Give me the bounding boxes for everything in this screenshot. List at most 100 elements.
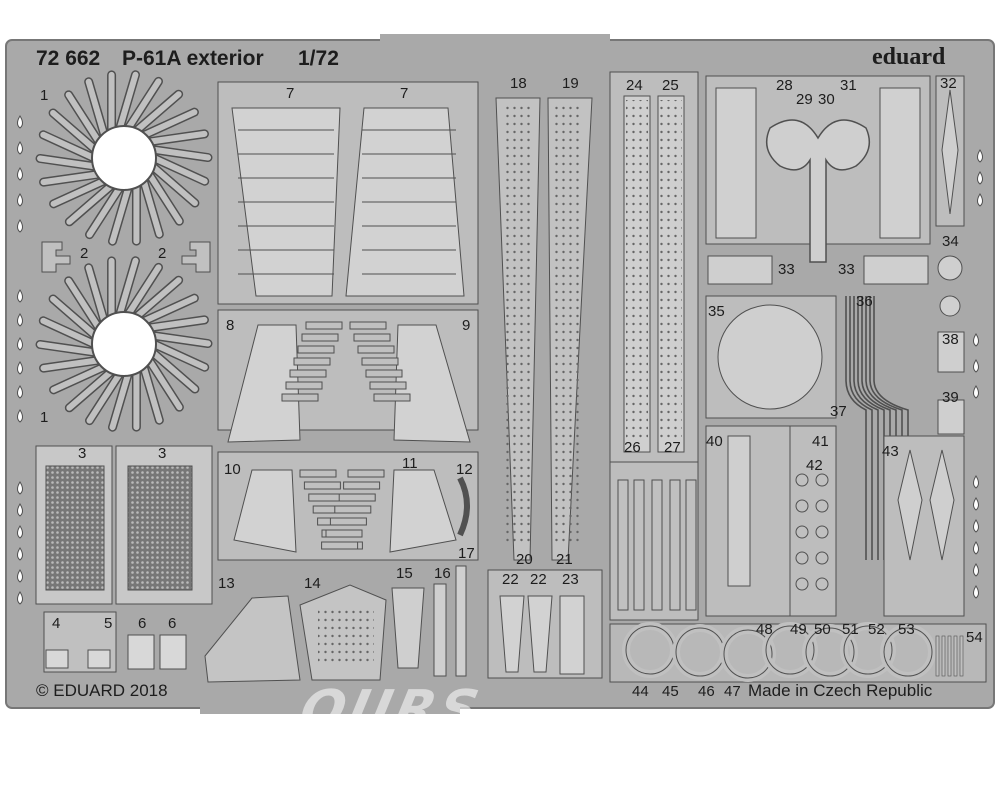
ladder-rung xyxy=(350,322,386,329)
fret-top-tab xyxy=(380,34,610,44)
ladder-rung xyxy=(300,470,336,477)
part-label: 37 xyxy=(830,404,847,419)
part-label: 48 xyxy=(756,622,773,637)
part-17 xyxy=(456,566,466,676)
part-33-right xyxy=(864,256,928,284)
part-label: 54 xyxy=(966,630,983,645)
part-label: 36 xyxy=(856,294,873,309)
part-label: 26 xyxy=(624,440,641,455)
part-label: 25 xyxy=(662,78,679,93)
ladder-rung xyxy=(286,382,322,389)
pin xyxy=(942,636,945,676)
part-33-left xyxy=(708,256,772,284)
part-label: 23 xyxy=(562,572,579,587)
part-label: 20 xyxy=(516,552,533,567)
part-label: 46 xyxy=(698,684,715,699)
clip xyxy=(796,526,808,538)
part-40 xyxy=(728,436,750,586)
part-34 xyxy=(938,256,962,280)
part-label: 13 xyxy=(218,576,235,591)
ladder-rung xyxy=(358,346,394,353)
part-label: 35 xyxy=(708,304,725,319)
strut xyxy=(670,480,680,610)
pin xyxy=(936,636,939,676)
sheet-scale: 1/72 xyxy=(298,48,339,69)
clip xyxy=(796,552,808,564)
part-label: 2 xyxy=(158,246,166,261)
part-label: 16 xyxy=(434,566,451,581)
part-label: 51 xyxy=(842,622,859,637)
part-label: 31 xyxy=(840,78,857,93)
part-label: 1 xyxy=(40,410,48,425)
clip xyxy=(816,526,828,538)
ladder-rung xyxy=(298,346,334,353)
brand-logo-text: eduard xyxy=(872,45,945,69)
part-label: 38 xyxy=(942,332,959,347)
part-16 xyxy=(434,584,446,676)
part-label: 10 xyxy=(224,462,241,477)
part-24-25-frame xyxy=(610,72,698,462)
part-label: 32 xyxy=(940,76,957,91)
part-label: 19 xyxy=(562,76,579,91)
ladder-rung xyxy=(282,394,318,401)
part-label: 6 xyxy=(168,616,176,631)
pin xyxy=(960,636,963,676)
part-18-rivets xyxy=(506,106,532,546)
part-label: 42 xyxy=(806,458,823,473)
part-label: 30 xyxy=(818,92,835,107)
part-label: 7 xyxy=(400,86,408,101)
ladder-rung xyxy=(304,482,340,489)
pin xyxy=(948,636,951,676)
watermark-text: OURS MODEL xyxy=(293,680,598,750)
part-label: 14 xyxy=(304,576,321,591)
part-label: 45 xyxy=(662,684,679,699)
clip xyxy=(796,578,808,590)
part-15 xyxy=(392,588,424,668)
ladder-rung xyxy=(322,542,358,549)
part-label: 1 xyxy=(40,88,48,103)
part-label: 3 xyxy=(78,446,86,461)
part-label: 39 xyxy=(942,390,959,405)
part-3-mesh-left xyxy=(46,466,104,590)
ladder-rung xyxy=(330,518,366,525)
origin-text: Made in Czech Republic xyxy=(748,682,932,699)
part-label: 53 xyxy=(898,622,915,637)
part-label: 28 xyxy=(776,78,793,93)
ladder-rung xyxy=(354,334,390,341)
pin xyxy=(954,636,957,676)
copyright-text: © EDUARD 2018 xyxy=(36,682,168,699)
strut xyxy=(634,480,644,610)
ladder-rung xyxy=(302,334,338,341)
part-label: 44 xyxy=(632,684,649,699)
part-25-rivets xyxy=(660,100,682,440)
part-label: 47 xyxy=(724,684,741,699)
fan-hub xyxy=(92,312,156,376)
ladder-rung xyxy=(374,394,410,401)
fan-hub xyxy=(92,126,156,190)
part-14-rivets xyxy=(318,610,374,665)
part-label: 3 xyxy=(158,446,166,461)
sheet-name: P-61A exterior xyxy=(122,48,264,69)
part-label: 40 xyxy=(706,434,723,449)
part-label: 11 xyxy=(402,456,418,471)
part-label: 27 xyxy=(664,440,681,455)
part-label: 34 xyxy=(942,234,959,249)
part-label: 12 xyxy=(456,462,473,477)
part-label: 33 xyxy=(778,262,795,277)
part-label: 43 xyxy=(882,444,899,459)
part-35 xyxy=(718,305,822,409)
part-label: 17 xyxy=(458,546,475,561)
ladder-rung xyxy=(306,322,342,329)
part-label: 2 xyxy=(80,246,88,261)
clip xyxy=(796,500,808,512)
ladder-rung xyxy=(290,370,326,377)
part-label: 6 xyxy=(138,616,146,631)
part-5 xyxy=(88,650,110,668)
part-6-left xyxy=(128,635,154,669)
clip xyxy=(816,552,828,564)
ladder-rung xyxy=(370,382,406,389)
part-31 xyxy=(880,88,920,238)
part-label: 41 xyxy=(812,434,829,449)
ladder-rung xyxy=(348,470,384,477)
part-4 xyxy=(46,650,68,668)
